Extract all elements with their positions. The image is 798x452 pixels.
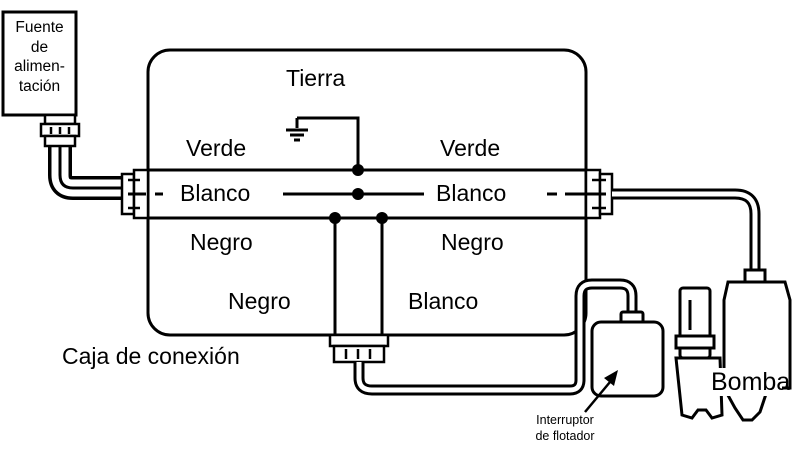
float-switch-pointer	[584, 370, 618, 413]
black-right-label: Negro	[441, 229, 504, 255]
power-source-line-4: tación	[18, 77, 61, 95]
power-source-label: Fuente de alimen- tación	[4, 18, 75, 96]
green-left-label: Verde	[186, 135, 247, 161]
pump-label: Bomba	[711, 368, 791, 396]
connection-dots	[329, 164, 388, 224]
pump-label-bg	[708, 368, 782, 396]
white-bottom-label: Blanco	[408, 288, 479, 314]
white-right-label: Blanco	[436, 180, 507, 206]
float-switch-icon	[590, 310, 665, 398]
power-source-line-1: Fuente	[15, 19, 64, 36]
black-left-label: Negro	[190, 229, 253, 255]
pump-cable	[612, 188, 761, 275]
power-conduit	[48, 146, 130, 200]
white-junction-dot-right	[376, 212, 388, 224]
power-source-line-3: alimen-	[14, 58, 65, 75]
green-right-label: Verde	[440, 135, 501, 161]
ground-symbol-icon	[286, 128, 308, 142]
bottom-cable-fitting	[328, 333, 390, 364]
ground-junction-dot	[352, 164, 364, 176]
white-left-label: Blanco	[180, 180, 251, 206]
white-junction-dot	[352, 188, 364, 200]
junction-box-label: Caja de conexión	[62, 343, 240, 369]
power-source-box	[1, 10, 78, 117]
black-bottom-label: Negro	[228, 288, 291, 314]
power-source-line-2: de	[30, 38, 49, 56]
float-switch-label-2: de flotador	[535, 429, 595, 443]
black-junction-dot-left	[329, 212, 341, 224]
float-switch-label-1: Interruptor	[536, 413, 594, 427]
ground-wire	[295, 116, 360, 170]
pump-icon	[674, 268, 792, 422]
switch-leads	[333, 218, 384, 335]
cable-jacket	[148, 168, 586, 220]
float-switch-cable	[353, 278, 638, 396]
power-conduit-fitting	[39, 113, 81, 148]
ground-label: Tierra	[286, 65, 346, 91]
